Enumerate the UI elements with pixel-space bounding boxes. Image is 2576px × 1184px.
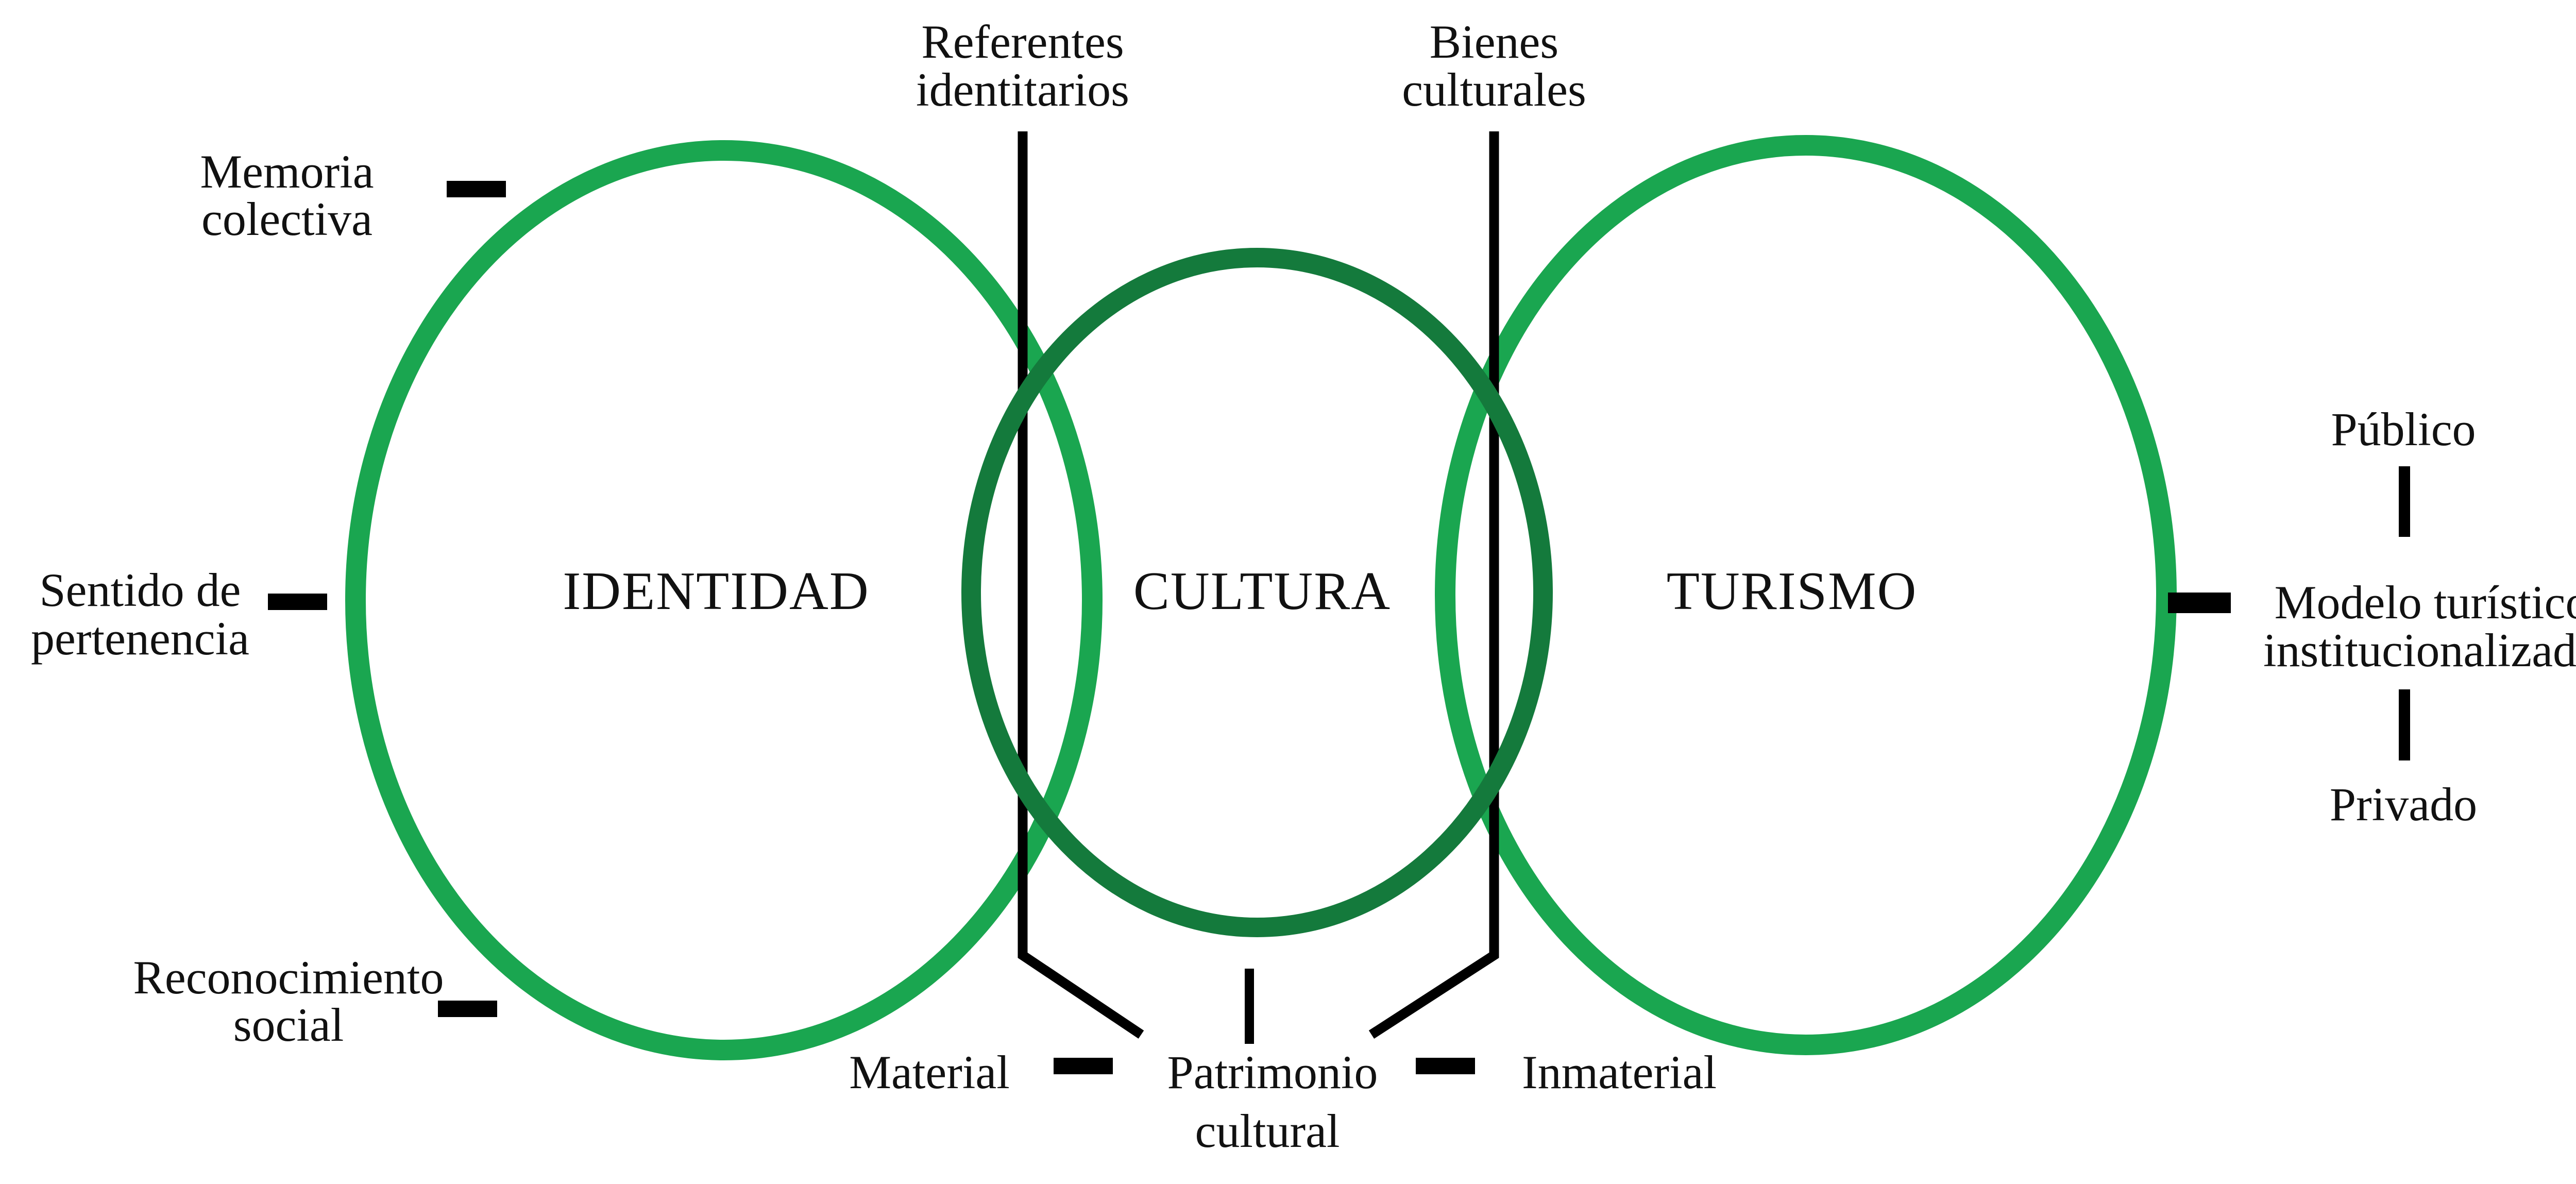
patrimonio-label-line1: Patrimonio: [1167, 1046, 1378, 1098]
modelo-label-line2: institucionalizado: [2263, 624, 2576, 676]
privado-label: Privado: [2330, 778, 2477, 831]
cultura-circle: [961, 248, 1553, 937]
inmaterial-label: Inmaterial: [1522, 1046, 1717, 1098]
bienes-label-line1: Bienes: [1430, 15, 1558, 68]
sentido-label-line1: Sentido de: [40, 564, 241, 616]
bienes-label-line2: culturales: [1402, 63, 1586, 116]
memoria-label-line2: colectiva: [201, 193, 372, 245]
memoria-connector-dash: [447, 181, 506, 197]
cultura-circle-title: CULTURA: [1133, 561, 1391, 621]
turismo-circle-title: TURISMO: [1667, 561, 1918, 621]
inmaterial-connector-dash: [1416, 1058, 1475, 1074]
publico-label: Público: [2331, 403, 2476, 455]
material-label: Material: [849, 1046, 1010, 1098]
sentido-label-line2: pertenencia: [31, 612, 249, 665]
reconocimiento-label-line2: social: [233, 999, 344, 1051]
material-connector-dash: [1054, 1058, 1113, 1074]
referentes-label-line1: Referentes: [921, 15, 1124, 68]
turismo-circle: [1435, 135, 2177, 1055]
patrimonio-label-line2: cultural: [1195, 1105, 1340, 1157]
sentido-connector-dash: [268, 594, 327, 610]
reconocimiento-label-line1: Reconocimiento: [133, 951, 444, 1004]
identidad-circle: [345, 140, 1103, 1060]
reconocimiento-connector-dash: [438, 1001, 497, 1017]
identidad-circle-title: IDENTIDAD: [563, 561, 869, 621]
modelo-label-line1: Modelo turístico: [2275, 576, 2576, 629]
memoria-label-line1: Memoria: [200, 145, 374, 198]
modelo-left-connector-dash: [2168, 593, 2231, 613]
referentes-label-line2: identitarios: [916, 63, 1129, 116]
